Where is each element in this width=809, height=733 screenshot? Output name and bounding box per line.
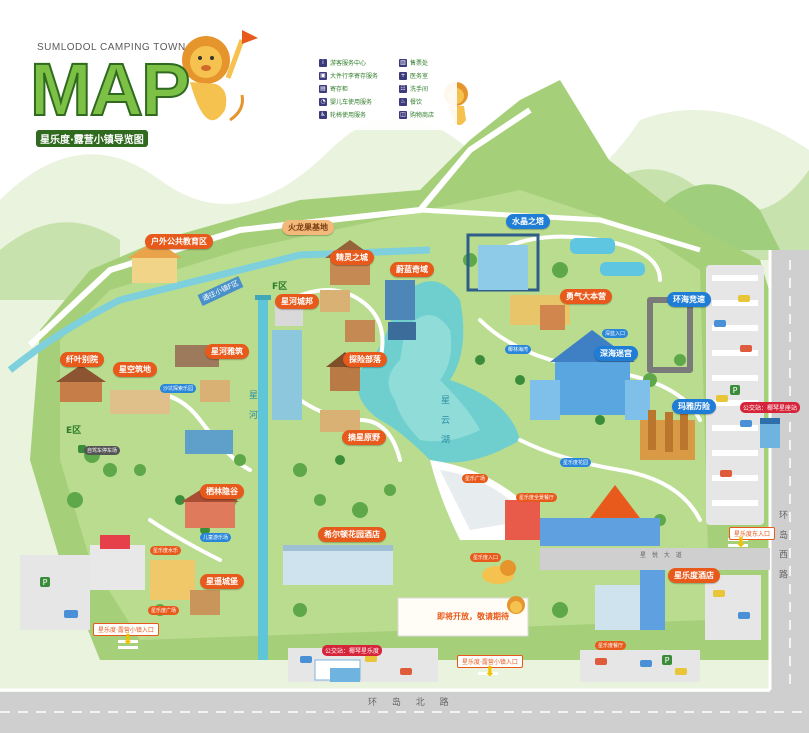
pin-blue-realm[interactable]: 蔚蓝奇域 <box>390 262 434 277</box>
pin-star-nest[interactable]: 星空筑地 <box>113 362 157 377</box>
bus-stop-icon <box>330 418 780 682</box>
mini-label-star-entrance: 星乐度入口 <box>470 553 502 562</box>
pin-star-hotel[interactable]: 星乐度酒店 <box>668 568 720 583</box>
arrow-down-icon: ⬇ <box>122 632 134 648</box>
pin-fire-dragon-base[interactable]: 火龙果基地 <box>282 220 334 235</box>
shop-icon: ◫ <box>399 110 407 119</box>
legend-item: ♨餐饮 <box>399 97 423 106</box>
mini-label-ocean-entry: 星乐度餐厅 <box>595 641 627 650</box>
legend-item: ▤寄存柜 <box>319 84 349 93</box>
mini-label-sandbox: 沙坑探索乐园 <box>160 384 197 393</box>
legend-item: ♿轮椅使用服务 <box>319 110 367 119</box>
west-road-label: 环 岛 西 路 <box>777 510 787 583</box>
mini-label-star-square: 星乐度广场 <box>148 606 180 615</box>
mini-label-coconut-bay: 椰林海湾 <box>505 345 532 354</box>
mini-label-water-music: 星乐度水乐 <box>150 546 182 555</box>
star-lake-label: 星 云 湖 <box>439 395 449 448</box>
pin-star-city[interactable]: 星河城邦 <box>275 294 319 309</box>
svg-text:P: P <box>43 578 48 587</box>
svg-text:P: P <box>665 656 670 665</box>
legend-item: ◫购物商店 <box>399 110 435 119</box>
deep-sea-maze-building <box>555 360 630 415</box>
pin-elf-city[interactable]: 精灵之城 <box>330 250 374 265</box>
lion-sign-icon <box>507 596 525 614</box>
pin-ma-ya-adventure[interactable]: 玛雅历险 <box>672 399 716 414</box>
gate-south-label[interactable]: 星乐度·露营小镇入口 <box>457 655 523 668</box>
lion-mascot-icon <box>182 30 258 122</box>
bus-station-east-label: 公交站：椰琴星座站 <box>740 402 801 413</box>
legend-item: ▥售票处 <box>399 58 429 67</box>
map-subtitle: SUMLODOL CAMPING TOWN <box>37 42 186 53</box>
stroller-icon: ◔ <box>319 97 327 106</box>
hilton-hotel-building <box>283 545 393 585</box>
legend-item: ▣大件行李寄存服务 <box>319 71 379 80</box>
pin-hilton-hotel[interactable]: 希尔顿花园酒店 <box>318 527 386 542</box>
legend-item: ☷洗手间 <box>399 84 429 93</box>
pin-sea-race[interactable]: 环海竞速 <box>667 292 711 307</box>
parking-icon: P P P <box>40 385 740 665</box>
gate-southwest-label[interactable]: 星乐度·露营小镇入口 <box>93 623 159 636</box>
sleeping-lion-icon <box>482 560 516 584</box>
fan-road-label: 星 悦 大 道 <box>640 552 684 559</box>
zone-f-label: F区 <box>272 282 288 292</box>
medical-icon: + <box>399 71 407 80</box>
mini-label-parking: 自驾车停车场 <box>84 446 121 455</box>
mini-label-kids-play: 儿童游乐场 <box>200 533 232 542</box>
pin-star-castle[interactable]: 星遥城堡 <box>200 574 244 589</box>
west-ring-road <box>770 250 809 700</box>
pin-pick-star[interactable]: 摘星原野 <box>342 430 386 445</box>
pin-courage-camp[interactable]: 勇气大本营 <box>560 289 612 304</box>
mini-label-star-bridge: 星乐度花园 <box>560 458 592 467</box>
arrow-down-icon: ⬇ <box>735 535 747 551</box>
mini-label-deep-blue-entry: 深蓝入口 <box>602 329 629 338</box>
pin-river-villa[interactable]: 星河雅筑 <box>205 344 249 359</box>
north-road-label: 环 岛 北 路 <box>368 698 455 708</box>
wheelchair-icon: ♿ <box>319 110 327 119</box>
pin-outdoor-education[interactable]: 户外公共教育区 <box>145 234 213 249</box>
pin-crystal-tower[interactable]: 水晶之塔 <box>506 214 550 229</box>
zone-e-label: E区 <box>66 426 82 436</box>
star-river <box>258 300 268 660</box>
star-river-label: 星 河 <box>247 390 257 423</box>
dining-icon: ♨ <box>399 97 407 106</box>
legend-item: +医务室 <box>399 71 429 80</box>
mini-label-star-mall: 星乐度全景餐厅 <box>516 493 558 502</box>
coming-soon-sign: 即将开放，敬请期待 <box>437 612 509 621</box>
gate-east-label[interactable]: 星乐度东入口 <box>729 527 776 540</box>
arrow-down-icon: ⬇ <box>484 664 496 680</box>
parking-lot-south <box>580 650 700 682</box>
ticket-icon: ▥ <box>399 58 407 67</box>
guide-title: 星乐度·露营小镇导览图 <box>36 130 148 147</box>
luggage-icon: ▣ <box>319 71 327 80</box>
bus-station-south-label: 公交站：椰琴星乐度 <box>322 645 383 656</box>
pin-fern-villa[interactable]: 纤叶别院 <box>60 352 104 367</box>
pin-exploration-tribe[interactable]: 探险部落 <box>343 352 387 367</box>
map-title: MAP <box>29 48 191 131</box>
pin-deep-sea-maze[interactable]: 深海迷宫 <box>594 346 638 361</box>
pin-forest-valley[interactable]: 栖林隐谷 <box>200 484 244 499</box>
restroom-icon: ☷ <box>399 84 407 93</box>
fan-avenue <box>540 548 770 570</box>
svg-text:P: P <box>733 386 738 395</box>
locker-icon: ▤ <box>319 84 327 93</box>
info-icon: i <box>319 58 327 67</box>
legend-item: ◔婴儿车使用服务 <box>319 97 373 106</box>
mini-label-star-square-2: 星乐广场 <box>462 474 489 483</box>
